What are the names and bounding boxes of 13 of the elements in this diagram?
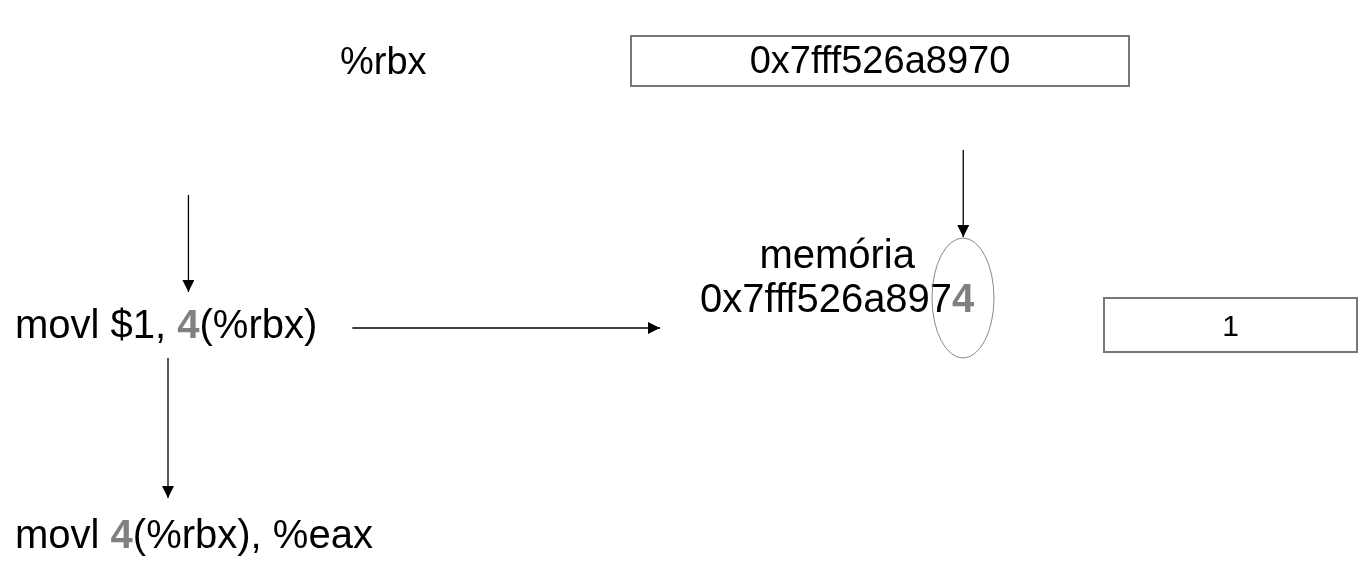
instruction-text: movl 4(%rbx), %eax	[15, 512, 373, 556]
value-text: 0x7fff526a8970	[749, 40, 1011, 82]
memory-address-text: memória	[758, 232, 916, 276]
memory-cell-box	[1103, 297, 1358, 353]
arrow	[957, 149, 970, 238]
instruction-text: movl $1, 4(%rbx)	[15, 302, 318, 346]
memory-address-text: 0x7fff526a8974	[700, 276, 975, 320]
value-text: 1	[1222, 308, 1239, 342]
register-box	[630, 35, 1130, 87]
arrow	[182, 194, 195, 293]
register-name: %rbx	[340, 40, 427, 83]
arrow	[162, 357, 174, 499]
arrow	[351, 322, 661, 334]
